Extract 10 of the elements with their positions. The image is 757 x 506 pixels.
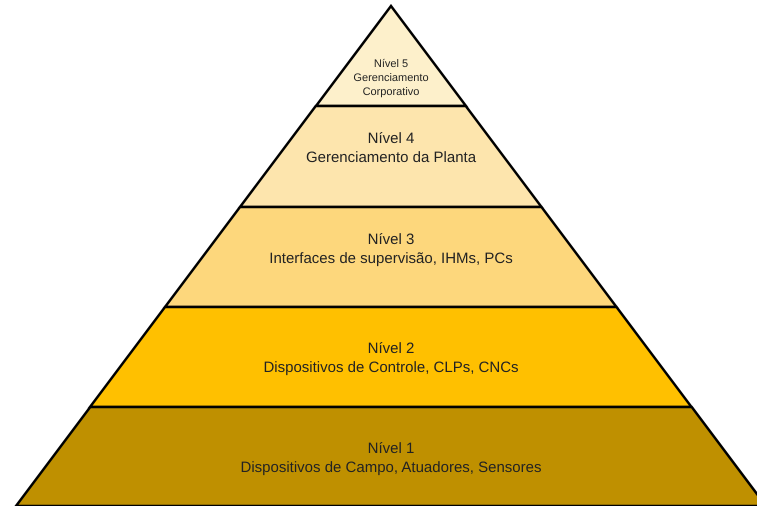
level-title: Nível 2 [366,340,416,359]
level-title: Nível 4 [366,130,416,149]
level-title: Nível 3 [366,231,416,250]
level-description: Dispositivos de Campo, Atuadores, Sensores [240,458,542,478]
level-title: Nível 5 [372,58,410,72]
level-title: Nível 1 [366,440,416,459]
level-description: Dispositivos de Controle, CLPs, CNCs [262,358,520,378]
level-description: Interfaces de supervisão, IHMs, PCs [268,250,514,268]
level-description: Gerenciamento da Planta [304,148,478,168]
level-description: Gerenciamento Corporativo [352,72,430,100]
